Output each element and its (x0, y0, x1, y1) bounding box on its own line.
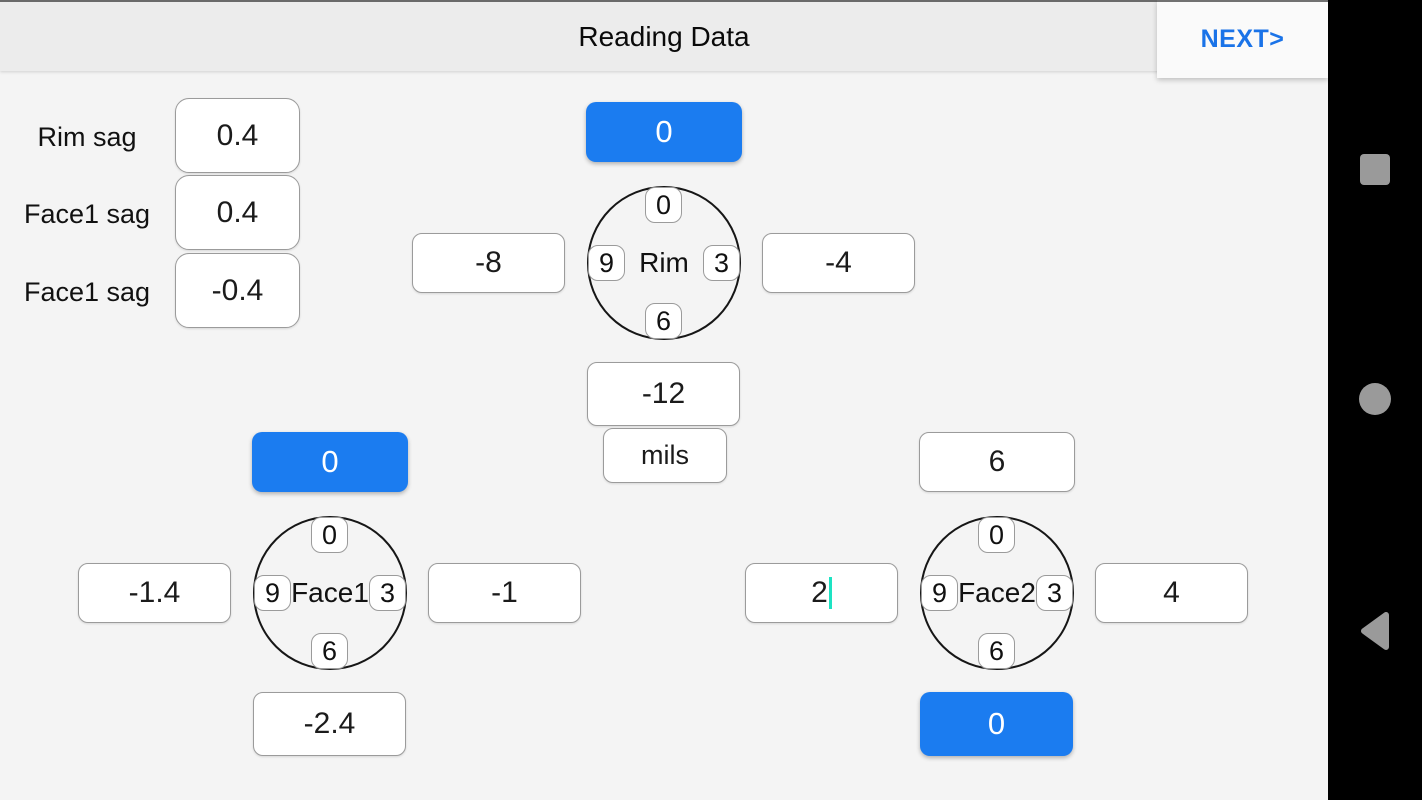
sag-input-3[interactable]: -0.4 (175, 253, 300, 328)
face2-clock-3-label: 3 (1036, 575, 1073, 611)
sag-label-3: Face1 sag (23, 277, 151, 307)
next-button-label: NEXT> (1200, 24, 1285, 53)
sag-input-1[interactable]: 0.4 (175, 98, 300, 173)
face2-right-reading-input[interactable]: 4 (1095, 563, 1248, 623)
rim-clock-3-label: 3 (703, 245, 740, 281)
face1-top-reading-button[interactable]: 0 (252, 432, 408, 492)
face2-bottom-reading-button[interactable]: 0 (920, 692, 1073, 756)
face1-clock-0-label: 0 (311, 517, 348, 553)
rim-bottom-reading-input[interactable]: -12 (587, 362, 740, 426)
face1-dial-label: Face1 (291, 577, 369, 608)
face1-clock-9-label: 9 (254, 575, 291, 611)
rim-clock-6-label: 6 (645, 303, 682, 339)
face2-clock-0-label: 0 (978, 517, 1015, 553)
sag-label-1: Rim sag (37, 122, 137, 152)
back-button[interactable] (1328, 591, 1422, 671)
back-triangle-icon (1361, 612, 1389, 650)
face2-dial-group: 6 Face2 0 9 3 6 2 4 0 (737, 428, 1257, 758)
home-button[interactable] (1328, 359, 1422, 439)
rim-top-reading-button[interactable]: 0 (586, 102, 742, 162)
rim-clock-0-label: 0 (645, 187, 682, 223)
home-circle-icon (1359, 383, 1391, 415)
face2-dial-label: Face2 (958, 577, 1036, 608)
recents-square-icon (1360, 153, 1390, 185)
units-selector[interactable]: mils (603, 428, 727, 483)
android-nav-bar (1328, 0, 1422, 800)
sag-input-2[interactable]: 0.4 (175, 175, 300, 250)
face2-top-reading-input[interactable]: 6 (919, 432, 1075, 492)
face1-bottom-reading-input[interactable]: -2.4 (253, 692, 406, 756)
sag-label-2: Face1 sag (23, 199, 151, 229)
face1-left-reading-input[interactable]: -1.4 (78, 563, 231, 623)
screen-top-edge (0, 0, 1422, 2)
face2-clock-9-label: 9 (921, 575, 958, 611)
recents-button[interactable] (1328, 129, 1422, 209)
face1-clock-3-label: 3 (369, 575, 406, 611)
face1-dial-group: 0 Face1 0 9 3 6 -1.4 -1 -2.4 (70, 428, 590, 758)
face1-clock-6-label: 6 (311, 633, 348, 669)
face1-right-reading-input[interactable]: -1 (428, 563, 581, 623)
face2-left-reading-input[interactable]: 2 (745, 563, 898, 623)
rim-dial-group: 0 Rim 0 9 3 6 -8 -4 -12 (404, 98, 924, 428)
face2-left-reading-value: 2 (811, 576, 828, 609)
face2-clock-6-label: 6 (978, 633, 1015, 669)
app-bar: Reading Data (0, 0, 1328, 71)
page-title: Reading Data (578, 21, 750, 52)
next-button[interactable]: NEXT> (1157, 0, 1328, 78)
text-cursor (828, 577, 832, 609)
rim-dial-label: Rim (639, 247, 689, 278)
rim-right-reading-input[interactable]: -4 (762, 233, 915, 293)
rim-left-reading-input[interactable]: -8 (412, 233, 565, 293)
rim-clock-9-label: 9 (588, 245, 625, 281)
